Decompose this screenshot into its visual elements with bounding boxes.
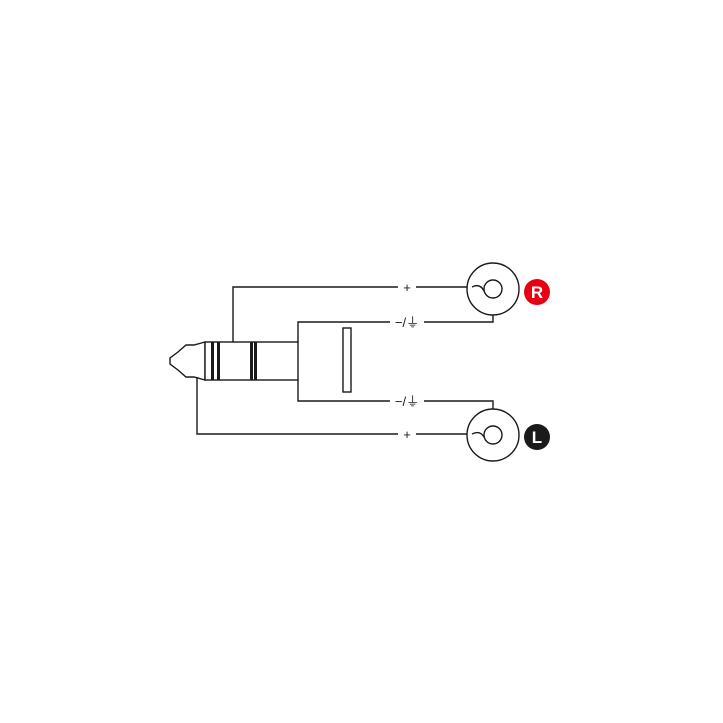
channel-badge-right: R (524, 279, 550, 305)
plug-ring-3 (250, 342, 253, 380)
plug-ring-1 (211, 342, 214, 380)
plug-ring-4 (254, 342, 257, 380)
channel-badge-right-circle (524, 279, 550, 305)
wire-right-signal (232, 286, 472, 342)
label-left-ground: −/⏚ (395, 394, 419, 409)
plug-tip (169, 341, 206, 381)
rca-left-connector (466, 408, 520, 462)
channel-badge-left-circle (524, 424, 550, 450)
label-right-signal: + (403, 280, 411, 295)
label-left-signal: + (403, 427, 411, 442)
wire-left-signal (196, 377, 472, 435)
plug-ring-2 (217, 342, 220, 380)
label-right-ground: −/⏚ (395, 315, 419, 330)
stereo-phone-plug (169, 327, 352, 393)
channel-label-left: L (532, 428, 542, 447)
channel-badge-left: L (524, 424, 550, 450)
channel-label-right: R (531, 283, 543, 302)
rca-right-connector (466, 262, 520, 316)
plug-flange (342, 327, 352, 393)
